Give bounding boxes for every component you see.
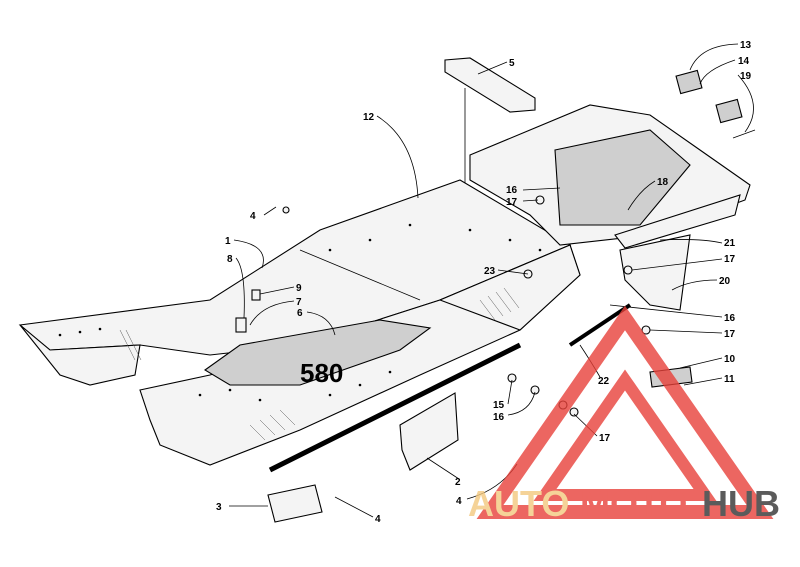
callout-16c: 16 — [493, 412, 505, 423]
callout-17b: 17 — [724, 254, 736, 265]
reflector-bottom — [715, 98, 743, 124]
callout-13: 13 — [740, 40, 752, 51]
callout-10: 10 — [724, 354, 736, 365]
watermark-triangle-outer — [476, 305, 774, 519]
callout-4b: 4 — [456, 496, 462, 507]
callout-9: 9 — [296, 283, 302, 294]
decal-580: 580 — [203, 319, 432, 388]
callout-2: 2 — [455, 477, 461, 488]
callout-19: 19 — [740, 71, 752, 82]
callout-3: 3 — [216, 502, 222, 513]
callout-12: 12 — [363, 112, 375, 123]
callout-23: 23 — [484, 266, 496, 277]
callout-18: 18 — [657, 177, 669, 188]
callout-15: 15 — [493, 400, 505, 411]
callout-4a: 4 — [250, 211, 256, 222]
callout-labels: 5 13 14 19 12 16 17 18 4 1 21 8 17 23 20… — [216, 40, 752, 525]
decal-text: 580 — [300, 358, 343, 388]
callout-14: 14 — [738, 56, 750, 67]
seal-strip — [444, 57, 536, 113]
plate — [267, 484, 323, 523]
screw-19 — [732, 129, 756, 139]
tunnel-rear-face — [438, 244, 581, 331]
tunnel-shading — [119, 287, 520, 441]
callout-16a: 16 — [506, 185, 518, 196]
callout-22: 22 — [598, 376, 610, 387]
watermark-text-moto: MOTO — [580, 483, 687, 524]
tunnel-left-side — [19, 324, 141, 386]
callout-11: 11 — [724, 374, 735, 385]
rear-bumper — [469, 104, 751, 249]
watermark-text-auto: AUTO — [468, 483, 569, 524]
rivet-holes — [58, 223, 542, 402]
callout-17d: 17 — [599, 433, 611, 444]
callout-16b: 16 — [724, 313, 736, 324]
callout-17a: 17 — [506, 197, 518, 208]
bracket — [399, 392, 459, 471]
tunnel-seam — [299, 249, 421, 301]
callout-1: 1 — [225, 236, 231, 247]
watermark-triangle-inner — [533, 369, 717, 501]
callout-5: 5 — [509, 58, 515, 69]
axle — [568, 303, 632, 347]
callout-4c: 4 — [375, 514, 381, 525]
callout-17c: 17 — [724, 329, 736, 340]
reflector-top — [675, 69, 703, 95]
reinforcement-rail — [268, 342, 522, 473]
watermark-text-hub: HUB — [702, 483, 780, 524]
callout-7: 7 — [296, 297, 302, 308]
callout-21: 21 — [724, 238, 736, 249]
taillight-housing — [619, 234, 691, 311]
callout-6: 6 — [297, 308, 303, 319]
watermark-logo: AUTO MOTO HUB — [468, 305, 780, 524]
callout-8: 8 — [227, 254, 233, 265]
callout-20: 20 — [719, 276, 731, 287]
